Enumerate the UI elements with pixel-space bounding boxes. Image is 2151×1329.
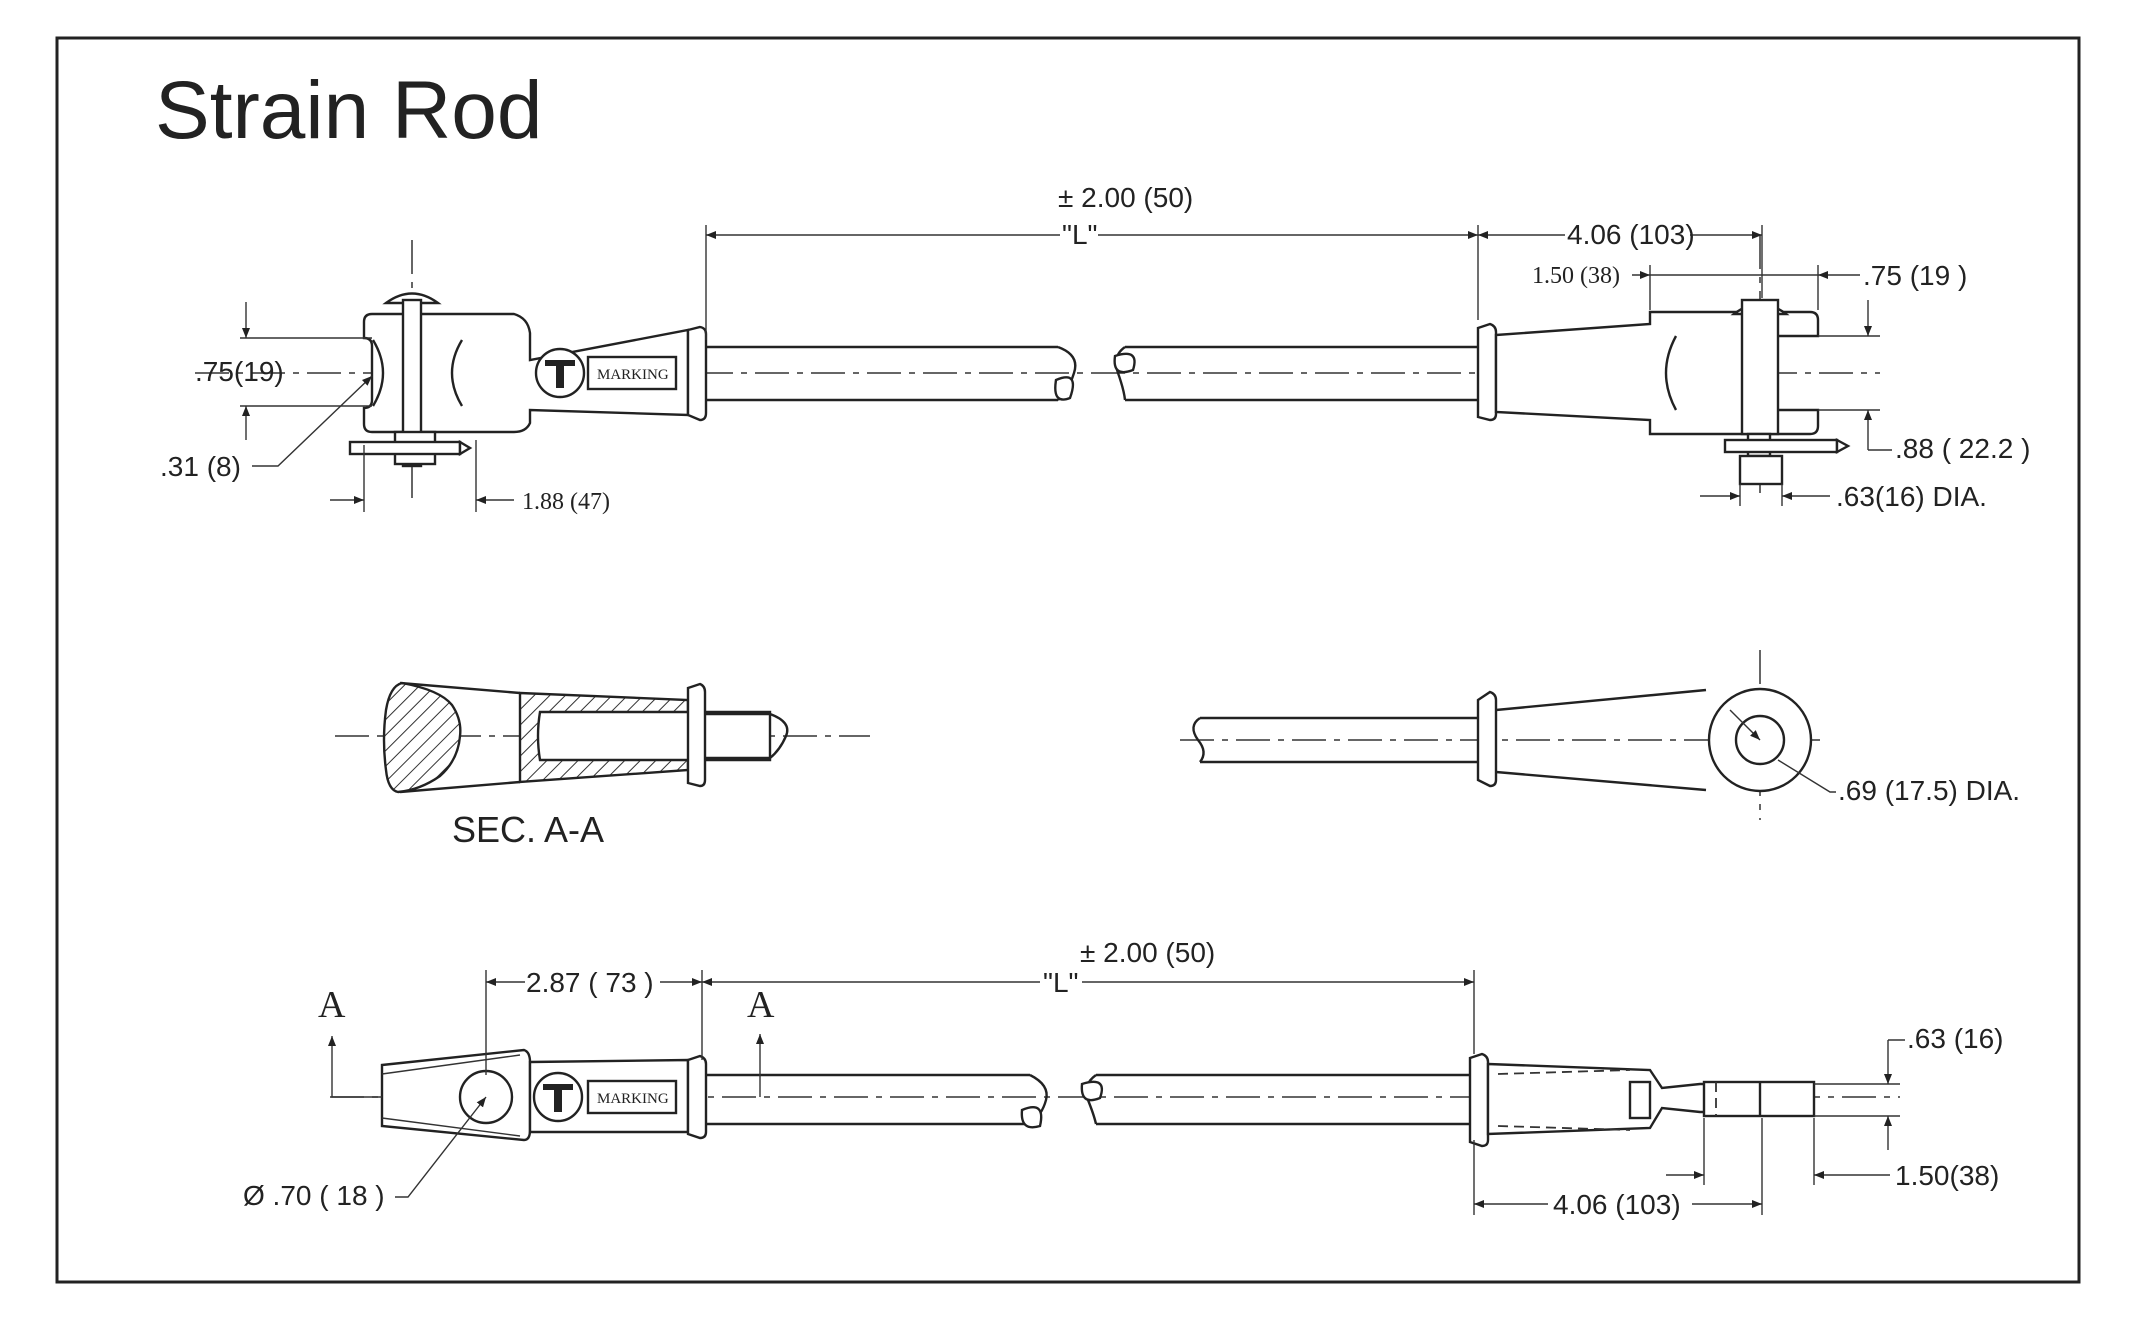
top-right-width: .75 (19 ) [1863, 260, 1967, 291]
bottom-ball-diameter: Ø .70 ( 18 ) [243, 1180, 385, 1211]
top-length-L: "L" [1062, 219, 1097, 250]
bottom-overall-tolerance: ± 2.00 (50) [1080, 937, 1215, 968]
top-pin-diameter: .63(16) DIA. [1836, 481, 1987, 512]
right-clevis-fitting [1476, 298, 1851, 486]
bottom-left-fitting: MARKING [380, 1048, 708, 1142]
bottom-length-L: "L" [1043, 967, 1078, 998]
bottom-right-slot: 1.50(38) [1895, 1160, 1999, 1191]
top-right-length: 4.06 (103) [1567, 219, 1695, 250]
middle-view: SEC. A-A .69 (17.5) DIA. [335, 650, 2020, 850]
bottom-right-length: 4.06 (103) [1553, 1189, 1681, 1220]
top-right-slot: 1.50 (38) [1532, 263, 1620, 289]
top-left-radius: .31 (8) [160, 451, 241, 482]
top-overall-tolerance: ± 2.00 (50) [1058, 182, 1193, 213]
drawing-border [55, 36, 2081, 1284]
bottom-left-length: 2.87 ( 73 ) [526, 967, 654, 998]
bottom-right-thickness: .63 (16) [1907, 1023, 2004, 1054]
bottom-right-fitting [1468, 1052, 1816, 1148]
section-label: SEC. A-A [452, 809, 604, 850]
bottom-view: MARKING A A [243, 937, 2004, 1220]
bottom-marking-label: MARKING [597, 1091, 669, 1107]
left-clevis-fitting: MARKING [348, 292, 708, 468]
top-marking-label: MARKING [597, 367, 669, 383]
top-left-width: .75(19) [195, 356, 284, 387]
top-right-depth: .88 ( 22.2 ) [1895, 433, 2030, 464]
section-ball-end [382, 681, 462, 794]
eye-diameter: .69 (17.5) DIA. [1838, 775, 2020, 806]
drawing-title: Strain Rod [155, 65, 542, 156]
section-marker-right: A [747, 984, 775, 1026]
top-view: MARKING ± [160, 182, 2030, 515]
top-left-length: 1.88 (47) [522, 489, 610, 515]
section-marker-left: A [318, 984, 346, 1026]
top-rod-body [706, 345, 1478, 402]
